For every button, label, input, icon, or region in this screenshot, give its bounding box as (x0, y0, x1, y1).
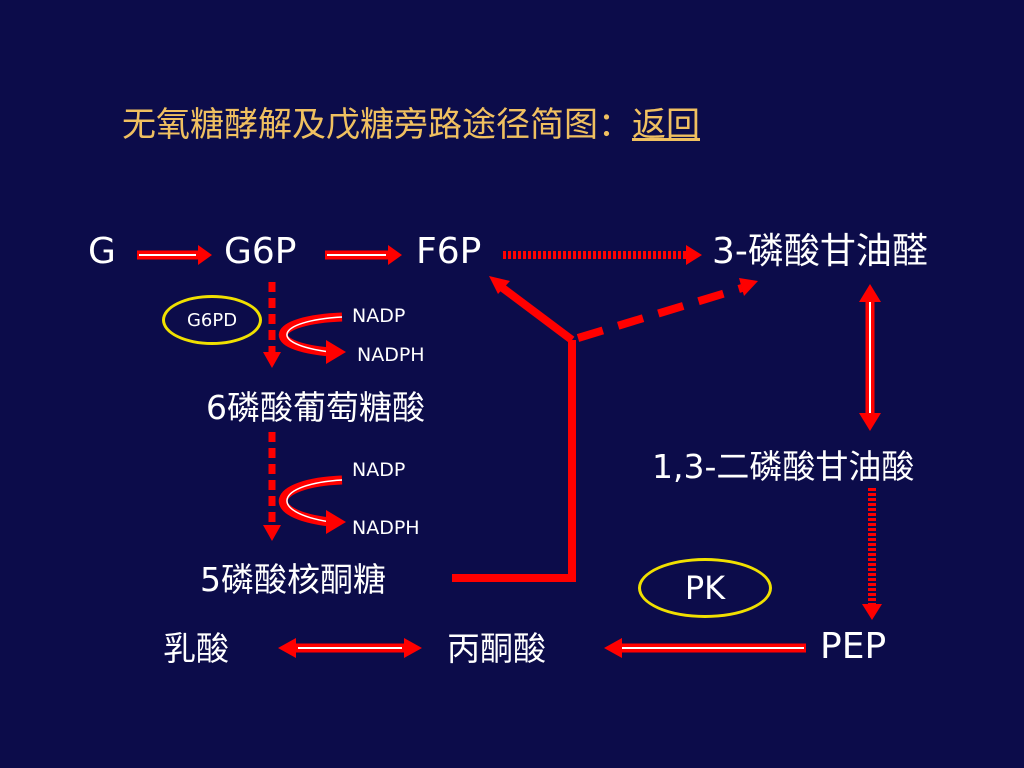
node-1-3-bisphosphoglycerate: 1,3-二磷酸甘油酸 (652, 447, 915, 486)
node-pyruvate: 丙酮酸 (447, 629, 546, 668)
cofactor-nadph-1: NADPH (357, 344, 425, 366)
cofactor-nadp-2: NADP (352, 459, 406, 481)
arrow-g6p-to-f6p (325, 245, 402, 265)
enzyme-g6pd-label: G6PD (186, 309, 238, 331)
node-ribulose-5-phosphate: 5磷酸核酮糖 (200, 560, 386, 599)
node-3-phosphoglyceraldehyde: 3-磷酸甘油醛 (712, 231, 928, 272)
node-g6p: G6P (224, 231, 297, 272)
arrow-g6p-to-6pg (263, 282, 281, 368)
node-6-phosphogluconate: 6磷酸葡萄糖酸 (206, 388, 425, 427)
curved-arrow-nadp-nadph-1 (278, 312, 346, 364)
title-text: 无氧糖酵解及戊糖旁路途径简图： (122, 105, 632, 145)
enzyme-pk-ring: PK (638, 558, 772, 618)
arrow-pep-to-pyruvate (604, 638, 806, 658)
node-g: G (88, 231, 116, 272)
back-link[interactable]: 返回 (632, 105, 700, 145)
enzyme-g6pd-ring: G6PD (162, 295, 262, 345)
cofactor-nadp-1: NADP (352, 305, 406, 327)
arrow-g-to-g6p (137, 245, 212, 265)
node-lactate: 乳酸 (163, 629, 229, 668)
arrow-gap-bpg-reversible (859, 284, 881, 431)
node-f6p: F6P (416, 231, 482, 272)
arrow-6pg-to-ru5p (263, 432, 281, 541)
arrow-bpg-to-pep (862, 488, 882, 620)
arrow-lactate-pyruvate-reversible (278, 638, 422, 658)
cofactor-nadph-2: NADPH (352, 517, 420, 539)
arrow-ru5p-to-f6p-and-gap (452, 276, 758, 582)
curved-arrow-nadp-nadph-2 (279, 475, 346, 534)
enzyme-pk-label: PK (684, 569, 726, 607)
arrow-f6p-to-gap (503, 245, 702, 265)
node-pep: PEP (820, 626, 887, 667)
page-title: 无氧糖酵解及戊糖旁路途径简图：返回 (122, 108, 700, 142)
